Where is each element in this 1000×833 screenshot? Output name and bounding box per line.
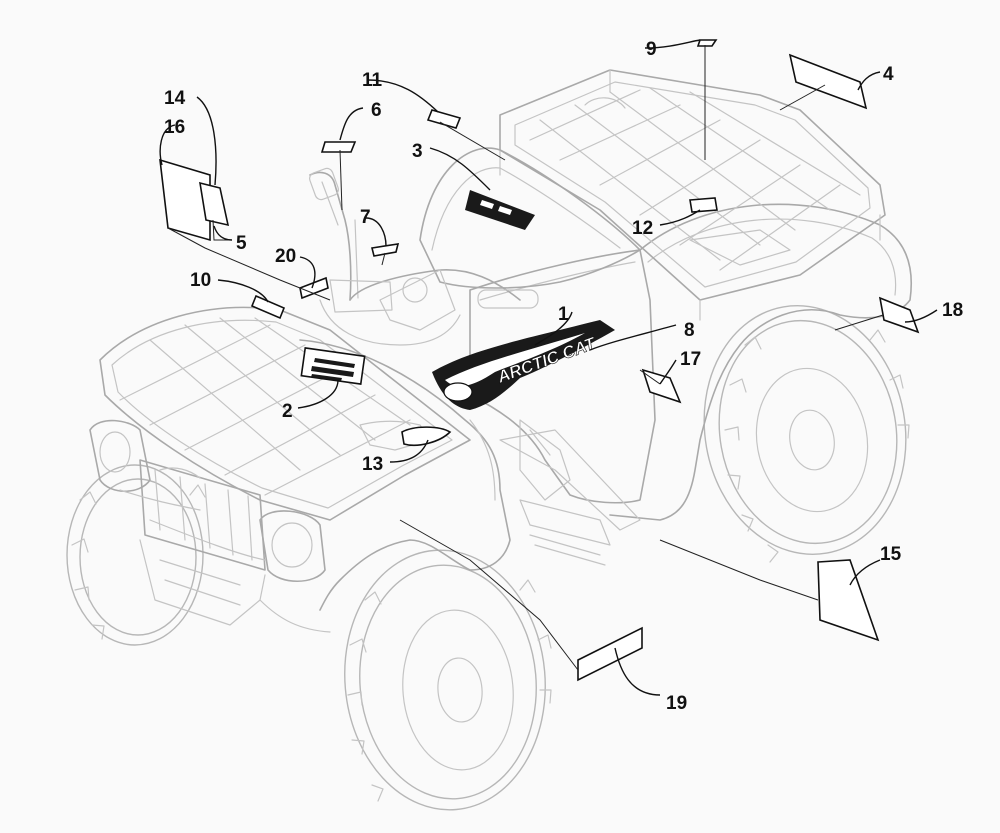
decal-4	[788, 53, 868, 110]
decal-16	[159, 158, 211, 242]
callout-3: 3	[412, 141, 423, 162]
callout-8: 8	[684, 320, 695, 341]
callout-14: 14	[164, 88, 186, 109]
decal-9	[696, 39, 718, 47]
callout-numbers: 1 2 3 4 5 6 7 8 9 10 11 12 13 14 15 16 1…	[164, 39, 963, 714]
decal-6	[320, 141, 357, 153]
callout-17: 17	[680, 349, 701, 370]
callout-6: 6	[371, 100, 382, 121]
placement-lines	[167, 45, 884, 671]
callout-16: 16	[164, 117, 185, 138]
callout-15: 15	[880, 544, 902, 565]
front-bumper	[119, 489, 331, 633]
decal-12	[689, 197, 718, 213]
leader-lines	[159, 39, 938, 696]
callout-11: 11	[362, 70, 383, 91]
decal-10	[250, 294, 286, 320]
side-panel	[469, 249, 656, 504]
decal-13	[401, 426, 452, 447]
seat	[419, 147, 641, 289]
rear-fender	[609, 203, 912, 521]
footwell	[499, 429, 641, 531]
callout-1: 1	[558, 304, 569, 325]
decal-14	[199, 181, 230, 227]
decal-warning-plate	[300, 347, 366, 385]
callout-12: 12	[632, 218, 653, 239]
callout-13: 13	[362, 454, 383, 475]
callout-5: 5	[236, 233, 247, 254]
atv-line-art	[66, 69, 912, 811]
decals: ARCTIC CAT	[159, 39, 920, 682]
decal-18	[878, 296, 920, 334]
callout-7: 7	[360, 207, 371, 228]
rear-right-wheel	[703, 304, 910, 563]
front-fender	[299, 339, 511, 611]
decal-20	[299, 276, 329, 300]
callout-19: 19	[666, 693, 687, 714]
callout-20: 20	[275, 246, 296, 267]
callout-18: 18	[942, 300, 963, 321]
decal-17	[641, 368, 682, 404]
decal-7	[371, 243, 400, 257]
callout-4: 4	[883, 64, 894, 85]
callout-2: 2	[282, 401, 293, 422]
front-right-wheel	[344, 549, 552, 811]
front-fascia	[89, 419, 326, 626]
callout-9: 9	[646, 39, 657, 60]
decal-11	[426, 109, 462, 129]
front-rack	[99, 306, 471, 521]
callout-10: 10	[190, 270, 211, 291]
handlebar-assembly	[309, 167, 539, 346]
decal-15	[817, 559, 880, 642]
decal-19	[577, 626, 643, 682]
decal-arctic-cat-side: ARCTIC CAT	[432, 320, 615, 410]
front-left-wheel	[66, 464, 206, 646]
